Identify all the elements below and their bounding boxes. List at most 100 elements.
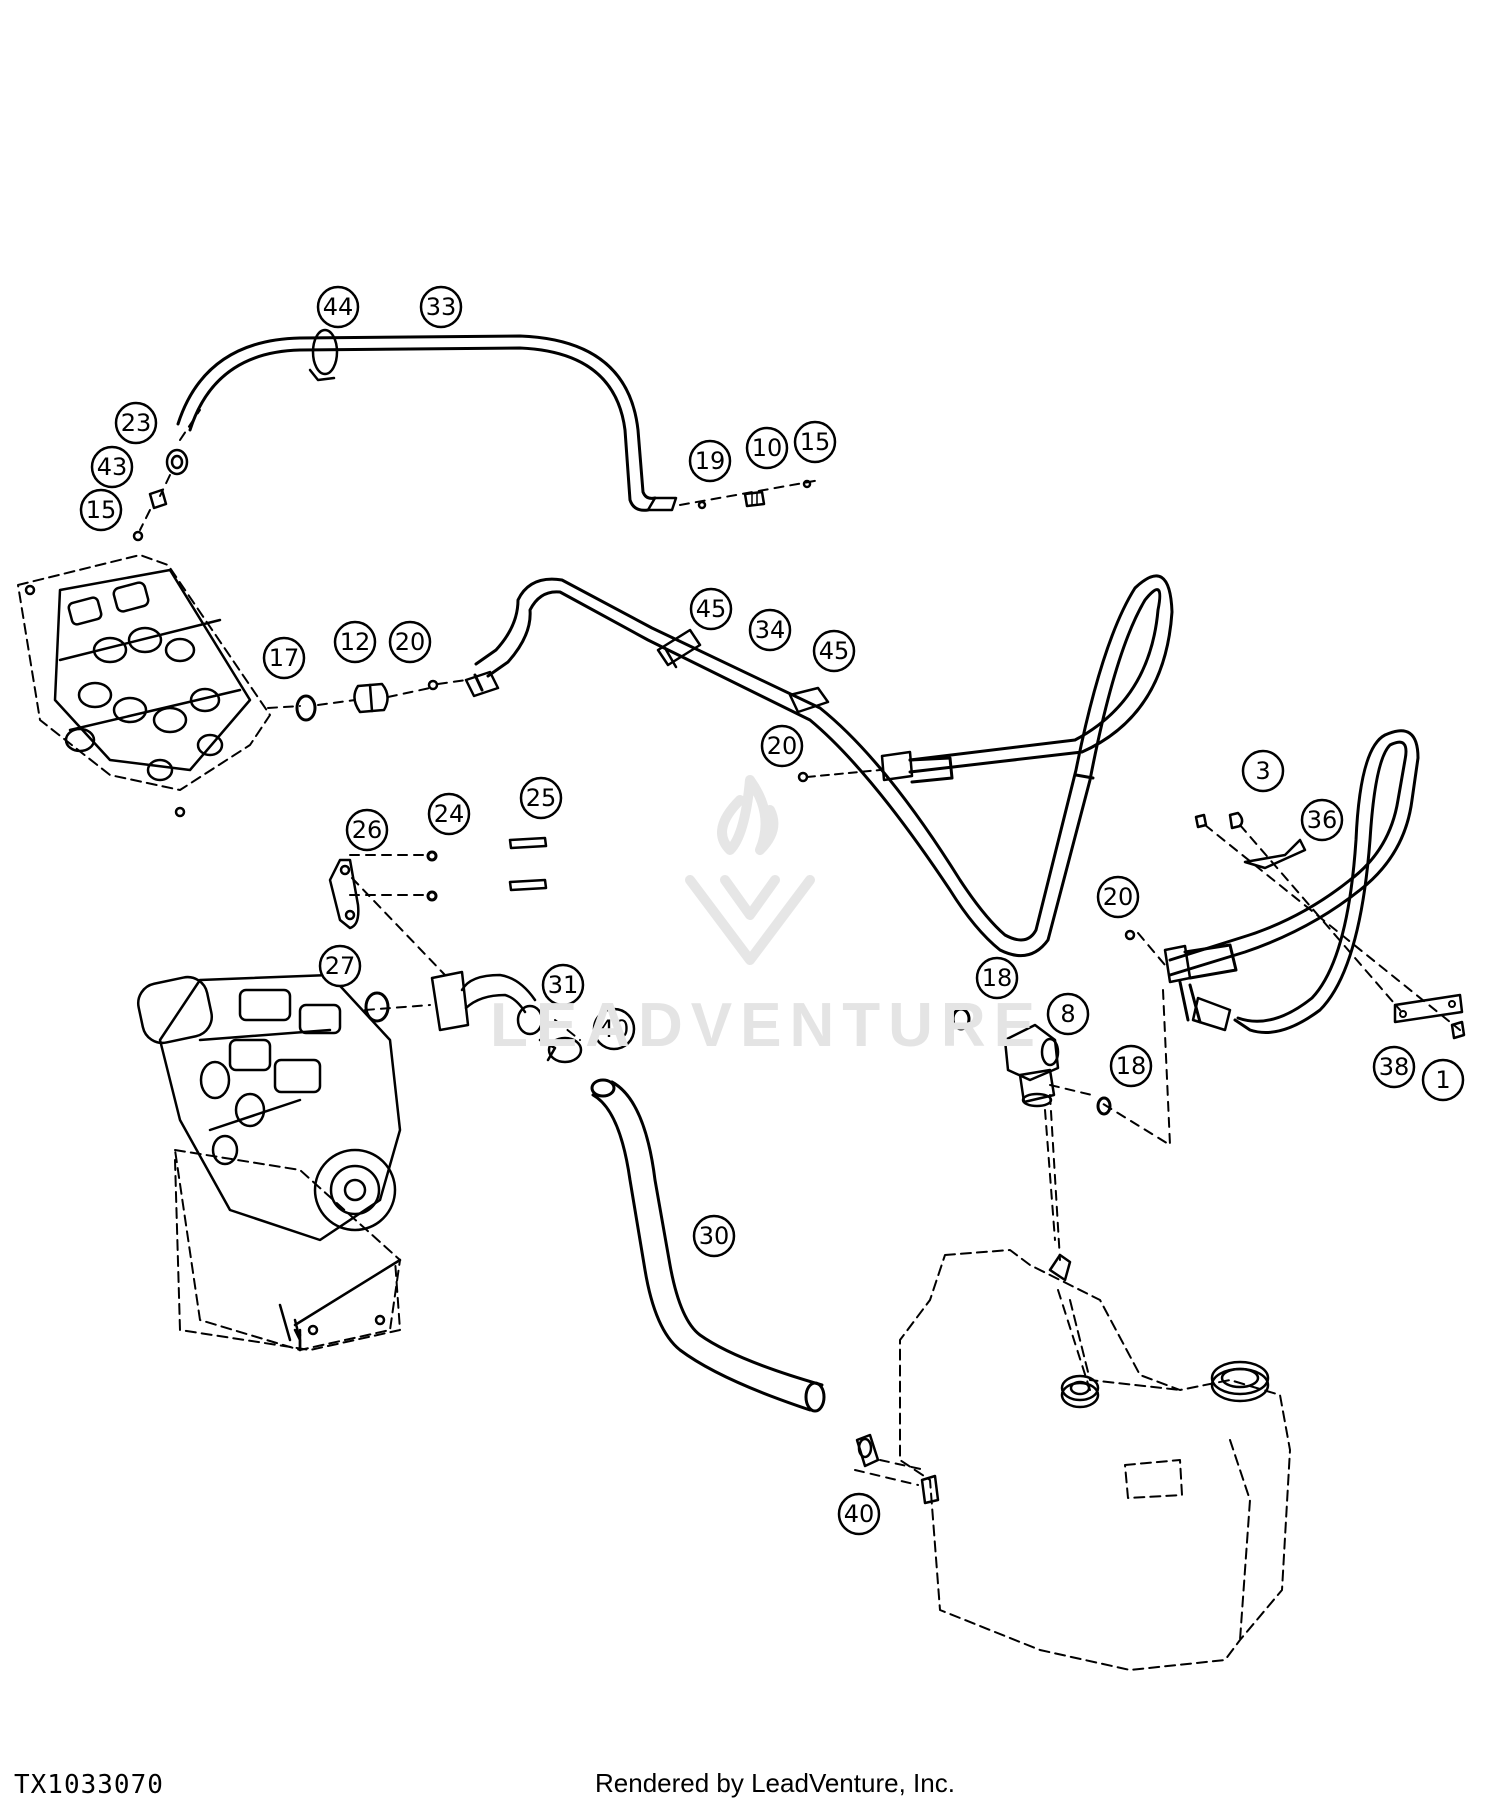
callout-circle: [1109, 1044, 1153, 1088]
callout-circle: [812, 629, 856, 673]
callout-20: 20: [1096, 875, 1140, 919]
callout-number: 25: [526, 784, 557, 812]
watermark-logo: [685, 775, 815, 965]
callout-number: 15: [86, 496, 117, 524]
hydraulic-tank: [899, 1249, 1291, 1671]
callout-circle: [345, 808, 389, 852]
hose-34: [464, 574, 1174, 958]
callout-circle: [79, 488, 123, 532]
callout-circle: [1372, 1045, 1416, 1089]
callout-number: 15: [800, 428, 831, 456]
callout-44: 44: [316, 285, 360, 329]
callout-8: 8: [1046, 992, 1090, 1036]
callout-number: 30: [699, 1222, 730, 1250]
clamp-44: [308, 328, 339, 382]
callout-15: 15: [79, 488, 123, 532]
callout-circle: [1046, 992, 1090, 1036]
clamp-45-left: [656, 628, 702, 669]
elbow-8: [1003, 1023, 1060, 1108]
callout-circle: [541, 963, 585, 1007]
callout-circle: [592, 1007, 636, 1051]
callout-number: 45: [819, 637, 850, 665]
watermark-text: LEADVENTURE: [490, 991, 1044, 1060]
elbow-31: [430, 970, 544, 1036]
callout-circle: [419, 285, 463, 329]
callout-circle: [519, 776, 563, 820]
callout-number: 33: [426, 293, 457, 321]
callout-number: 26: [352, 816, 383, 844]
bracket-38: [1393, 993, 1464, 1024]
callout-number: 43: [97, 453, 128, 481]
callout-19: 19: [688, 439, 732, 483]
credit-text: Rendered by LeadVenture, Inc.: [595, 1768, 955, 1798]
callout-40: 40: [837, 1492, 881, 1536]
callout-number: 36: [1307, 806, 1338, 834]
callout-number: 17: [269, 644, 300, 672]
callout-number: 20: [767, 732, 798, 760]
callout-circle: [689, 587, 733, 631]
callout-circle: [760, 724, 804, 768]
fitting-12: [353, 682, 389, 714]
callout-30: 30: [692, 1214, 736, 1258]
clamp-40-lower: [855, 1433, 880, 1468]
callout-number: 45: [696, 595, 727, 623]
flange-26: [328, 858, 360, 930]
callout-circle: [688, 439, 732, 483]
callout-circle: [745, 426, 789, 470]
callout-circle: [316, 285, 360, 329]
control-valve: [17, 554, 271, 818]
callout-number: 23: [121, 409, 152, 437]
callout-number: 18: [982, 964, 1013, 992]
callout-number: 1: [1435, 1066, 1450, 1094]
tank-port: [1060, 1374, 1100, 1409]
callout-number: 27: [325, 952, 356, 980]
callout-34: 34: [748, 608, 792, 652]
callout-number: 3: [1255, 757, 1270, 785]
callout-circle: [1421, 1058, 1465, 1102]
callout-20: 20: [760, 724, 804, 768]
callout-number: 40: [844, 1500, 875, 1528]
callout-number: 24: [434, 800, 465, 828]
callout-36: 36: [1300, 798, 1344, 842]
callout-number: 10: [752, 434, 783, 462]
callout-12: 12: [333, 620, 377, 664]
callout-3: 3: [1241, 749, 1285, 793]
hose-right: [1163, 729, 1420, 1034]
callout-circle: [1096, 875, 1140, 919]
callout-24: 24: [427, 792, 471, 836]
clamp-45-right: [788, 686, 830, 714]
callout-number: 38: [1379, 1053, 1410, 1081]
callout-18: 18: [1109, 1044, 1153, 1088]
callout-circle: [318, 944, 362, 988]
callout-circle: [975, 956, 1019, 1000]
callout-number: 44: [323, 293, 354, 321]
callout-circle: [748, 608, 792, 652]
callout-circle: [427, 792, 471, 836]
fitting-43: [148, 488, 168, 510]
callout-number: 31: [548, 971, 579, 999]
callout-labels: 44 33 23 43 15 19 10 15 45 34 45 17 12 20 20 3 36 26 24 25 2…: [79, 285, 1465, 1536]
callout-number: 20: [1103, 883, 1134, 911]
figure-id: TX1033070: [14, 1770, 164, 1800]
callout-circle: [793, 420, 837, 464]
callout-circle: [692, 1214, 736, 1258]
bolts-25: [508, 836, 548, 892]
callout-10: 10: [745, 426, 789, 470]
callout-17: 17: [262, 636, 306, 680]
callout-20: 20: [388, 620, 432, 664]
callout-45: 45: [812, 629, 856, 673]
callout-number: 40: [599, 1015, 630, 1043]
callout-18: 18: [975, 956, 1019, 1000]
callout-circle: [262, 636, 306, 680]
callout-circle: [1300, 798, 1344, 842]
callout-26: 26: [345, 808, 389, 852]
callout-38: 38: [1372, 1045, 1416, 1089]
hydraulic-pump: [136, 973, 402, 1352]
callout-45: 45: [689, 587, 733, 631]
tank-cap: [1210, 1360, 1270, 1403]
callout-number: 20: [395, 628, 426, 656]
callout-25: 25: [519, 776, 563, 820]
hose-33: [176, 334, 678, 512]
callout-40: 40: [592, 1007, 636, 1051]
